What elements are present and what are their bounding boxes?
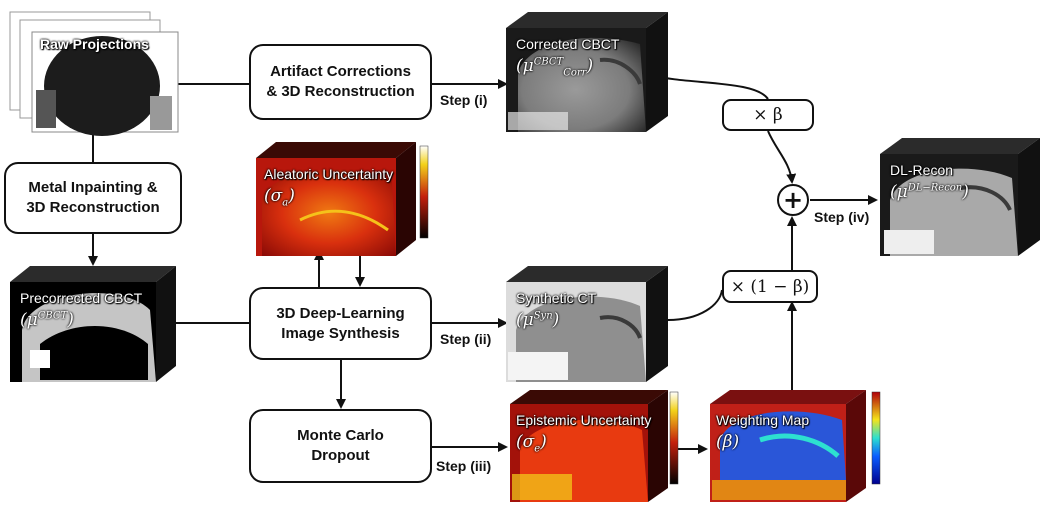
precorrected-cbct-label: Precorrected CBCT	[20, 290, 143, 306]
corrected-cbct-label: Corrected CBCT	[516, 36, 620, 52]
arrow-beta-to-sum	[767, 130, 797, 184]
aleatoric-label: Aleatoric Uncertainty	[264, 166, 394, 182]
deep-learning-label: 3D Deep-Learning Image Synthesis	[276, 304, 405, 342]
aleatoric-symbol: (σa)	[264, 186, 295, 209]
epistemic-symbol: (σe)	[516, 432, 547, 455]
monte-carlo-box: Monte Carlo Dropout	[249, 409, 432, 483]
weighting-map-symbol: (β)	[716, 432, 740, 452]
artifact-corrections-box: Artifact Corrections & 3D Reconstruction	[249, 44, 432, 120]
weighting-map-volume	[710, 390, 881, 502]
step-iv-label: Step (iv)	[814, 209, 870, 225]
times-one-minus-beta-box: × (1 − β)	[722, 270, 818, 303]
step-ii-label: Step (ii)	[440, 331, 492, 347]
deep-learning-box: 3D Deep-Learning Image Synthesis	[249, 287, 432, 360]
synthetic-ct-volume	[506, 266, 668, 382]
times-one-minus-beta-label: × (1 − β)	[730, 276, 810, 297]
wire-synthetic-to-oneminus	[667, 289, 723, 321]
precorrected-cbct-symbol: (μCBCT)	[20, 310, 74, 330]
dl-recon-symbol: (μDL−Recon)	[890, 182, 969, 202]
dl-recon-label: DL-Recon	[890, 162, 954, 178]
synthetic-ct-symbol: (μSyn)	[516, 310, 560, 330]
dl-recon-volume	[880, 138, 1040, 256]
weighting-map-label: Weighting Map	[716, 412, 810, 428]
synthetic-ct-label: Synthetic CT	[516, 290, 597, 306]
corrected-cbct-volume	[506, 12, 668, 132]
aleatoric-uncertainty-volume	[256, 142, 429, 256]
metal-inpainting-label: Metal Inpainting & 3D Reconstruction	[26, 179, 160, 216]
metal-inpainting-box: Metal Inpainting & 3D Reconstruction	[4, 162, 182, 234]
raw-projections-label: Raw Projections	[40, 36, 149, 52]
sum-node: +	[777, 184, 809, 216]
precorrected-cbct-volume	[10, 266, 176, 382]
step-iii-label: Step (iii)	[436, 458, 492, 474]
raw-projections-stack	[9, 11, 179, 136]
epistemic-uncertainty-volume	[510, 390, 679, 502]
step-i-label: Step (i)	[440, 92, 488, 108]
artifact-corrections-label: Artifact Corrections & 3D Reconstruction	[266, 63, 415, 100]
sum-label: +	[782, 186, 804, 214]
times-beta-label: × β	[753, 105, 783, 125]
corrected-cbct-symbol: (μCBCTCorr)	[516, 56, 594, 79]
times-beta-box: × β	[722, 99, 814, 131]
monte-carlo-label: Monte Carlo Dropout	[297, 427, 384, 464]
epistemic-label: Epistemic Uncertainty	[516, 412, 652, 428]
